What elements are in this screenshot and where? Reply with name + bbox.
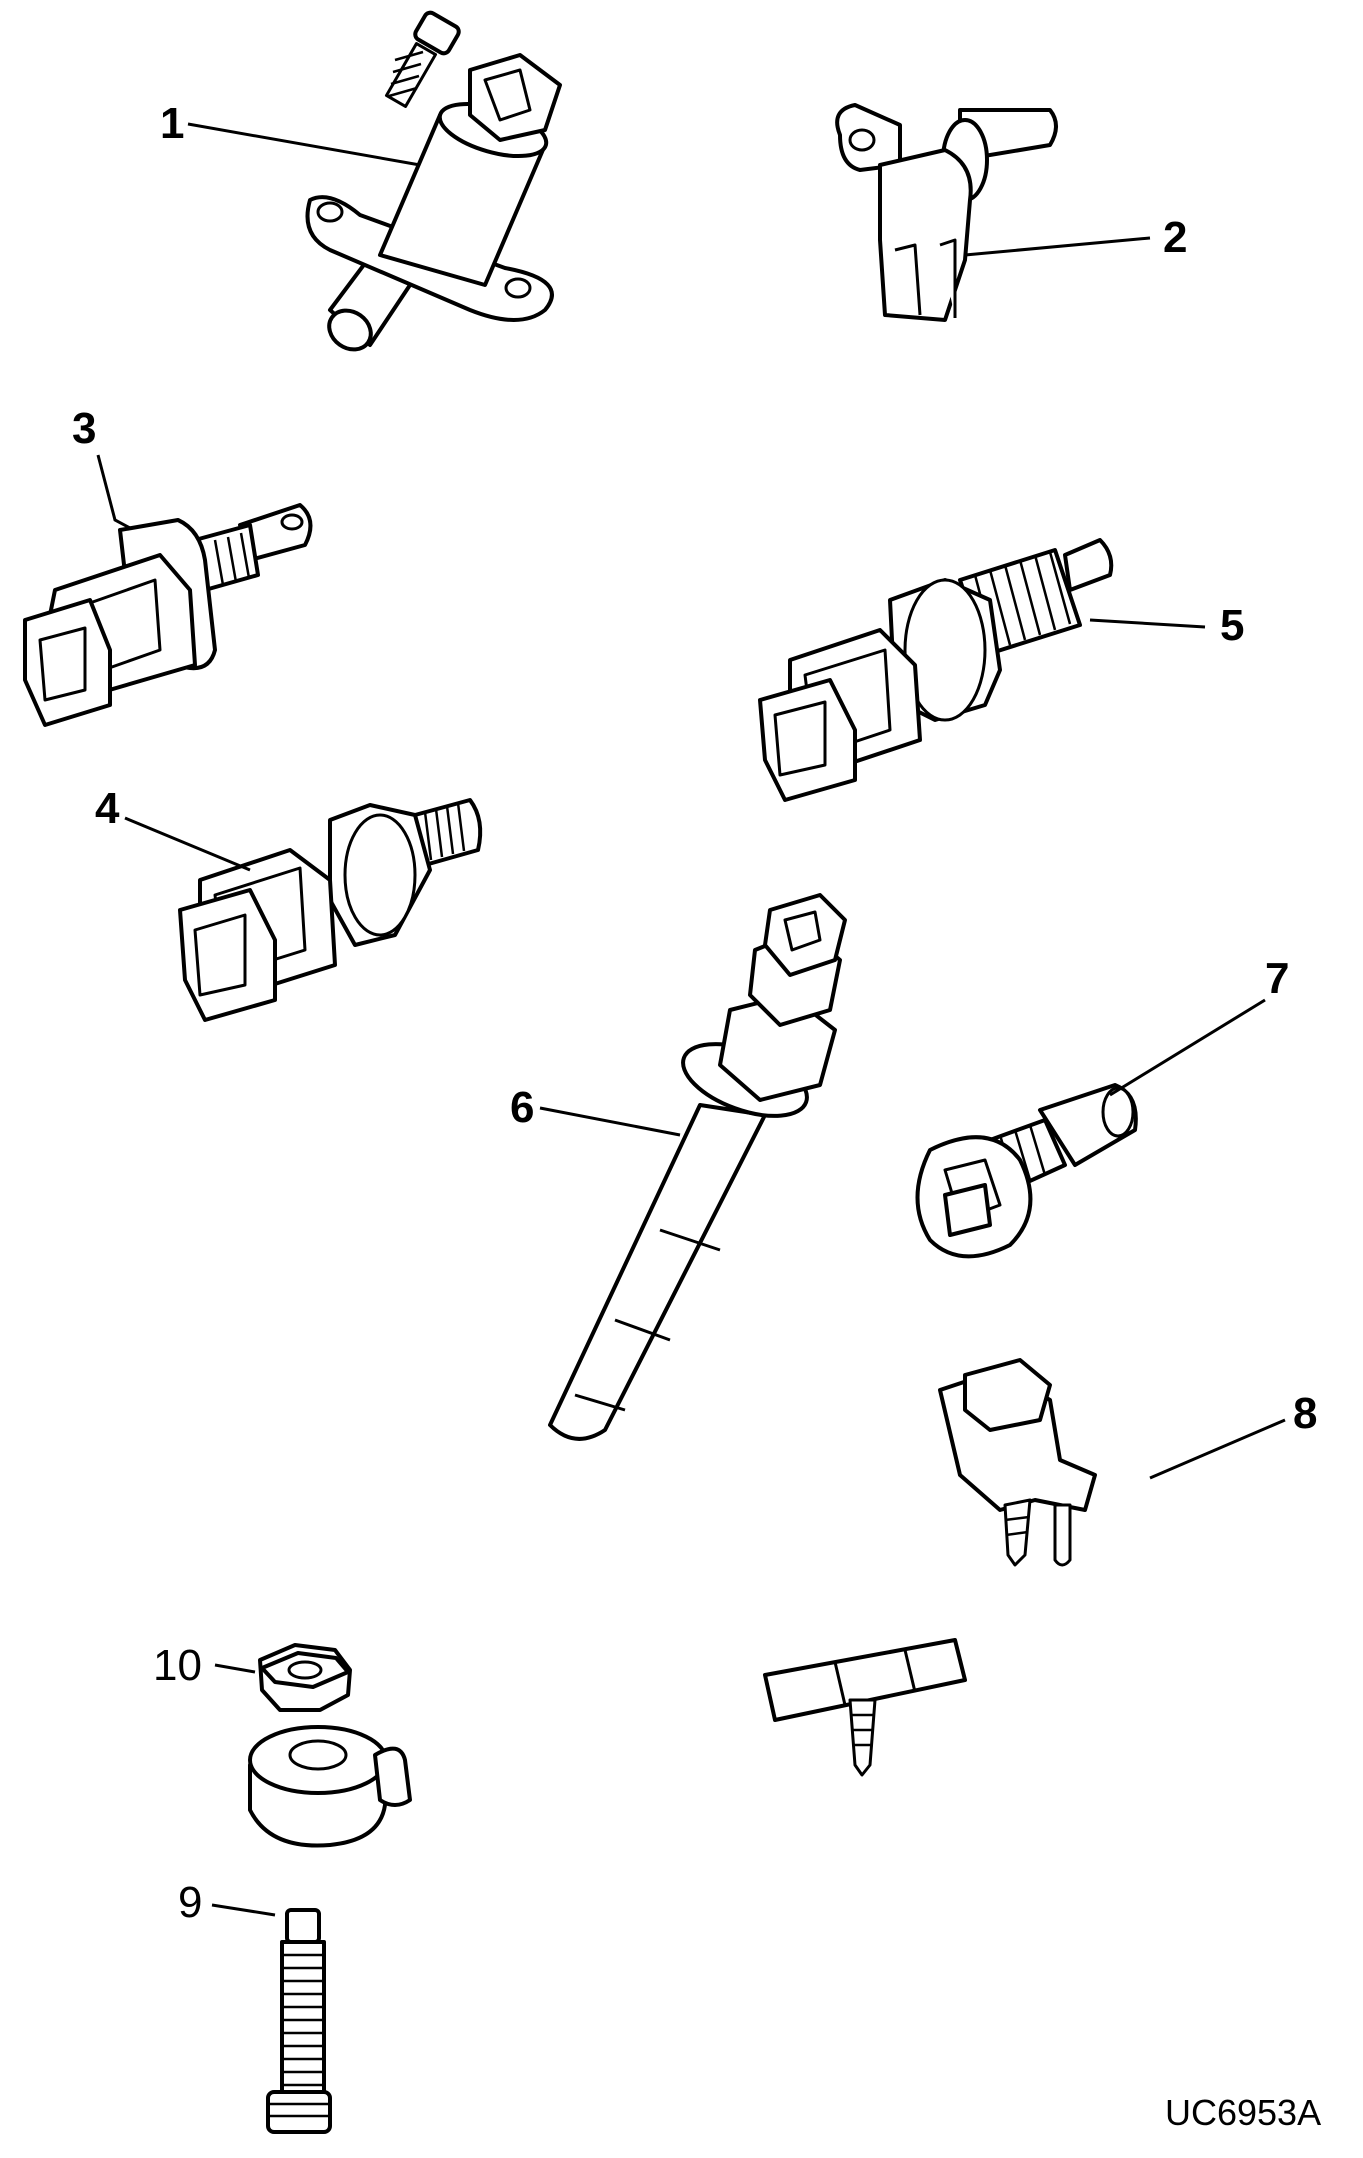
- part-8-knock-sensor-body: [248, 1725, 412, 1848]
- part-7-sensor: [915, 1083, 1138, 1259]
- callout-label-3: 3: [72, 404, 96, 453]
- callout-label-2: 2: [1163, 213, 1187, 262]
- callout-8: 8: [1149, 1389, 1317, 1480]
- part-5-sensor: [758, 538, 1114, 802]
- callout-label-9: 9: [178, 1878, 202, 1927]
- callout-label-7: 7: [1265, 954, 1289, 1003]
- part-4-sensor: [178, 798, 483, 1022]
- callout-9: 9: [178, 1878, 276, 1927]
- callout-3: 3: [72, 404, 131, 530]
- callout-label-5: 5: [1220, 601, 1244, 650]
- part-8-harness: [364, 1358, 1192, 1777]
- part-2-sensor: [835, 103, 1058, 322]
- part-10-nut: [258, 1643, 352, 1712]
- part-1-bolt: [384, 10, 461, 108]
- callout-label-8: 8: [1293, 1389, 1317, 1438]
- callout-label-6: 6: [510, 1083, 534, 1132]
- part-1-sensor: [305, 10, 562, 352]
- callout-label-10: 10: [153, 1641, 202, 1690]
- callout-6: 6: [510, 1083, 681, 1137]
- part-3-sensor: [23, 503, 313, 727]
- callout-label-4: 4: [95, 784, 120, 833]
- callout-4: 4: [95, 784, 251, 872]
- part-6-glow-plug: [548, 893, 847, 1441]
- callout-7: 7: [1109, 954, 1289, 1097]
- part-9-stud: [266, 1908, 332, 2134]
- callout-2: 2: [964, 213, 1187, 262]
- callout-5: 5: [1089, 601, 1244, 650]
- callout-10: 10: [153, 1641, 256, 1690]
- figure-reference-code: UC6953A: [1165, 2092, 1321, 2133]
- callout-1: 1: [160, 99, 421, 167]
- callout-label-1: 1: [160, 99, 184, 148]
